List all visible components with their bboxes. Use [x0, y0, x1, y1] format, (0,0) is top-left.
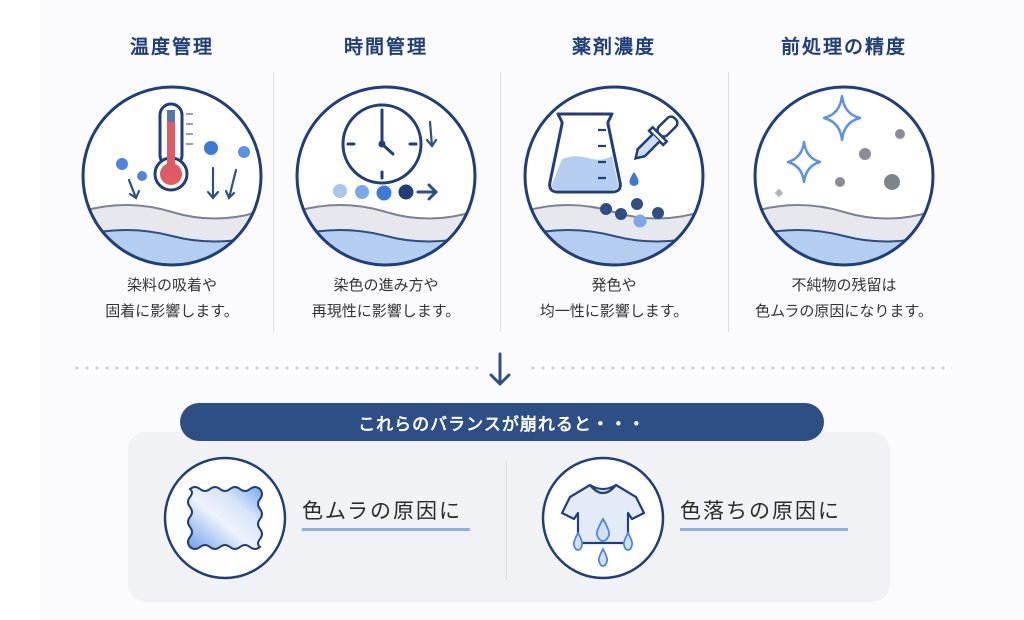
beaker-dropper-icon	[523, 85, 705, 267]
factor-description: 不純物の残留は 色ムラの原因になります。	[730, 272, 958, 324]
factor-temperature: 温度管理 染料の吸着や 固着に影響します。	[58, 0, 286, 340]
tshirt-drip-icon	[541, 456, 665, 580]
column-divider	[273, 72, 274, 332]
factor-pretreatment: 前処理の精度 不純物の残留は 色ムラの原因になります。	[730, 0, 958, 340]
thermometer-icon	[81, 85, 263, 267]
factor-description: 染色の進み方や 再現性に影響します。	[272, 272, 500, 324]
factor-description: 染料の吸着や 固着に影響します。	[58, 272, 286, 324]
dotted-separator-left	[72, 366, 480, 370]
result-label: 色ムラの原因に	[302, 499, 462, 523]
factor-title: 温度管理	[129, 36, 214, 58]
factor-chemical-concentration: 薬剤濃度 発色や 均一性に影響します。	[500, 0, 728, 340]
factor-description: 発色や 均一性に影響します。	[500, 272, 728, 324]
factor-time: 時間管理 染色の進み方や 再現性に影響します。	[272, 0, 500, 340]
column-divider	[728, 72, 729, 332]
consequence-banner: これらのバランスが崩れると・・・	[180, 403, 824, 441]
desc-line: 再現性に影響します。	[311, 302, 461, 320]
desc-line: 染料の吸着や	[126, 276, 217, 294]
factor-title: 時間管理	[343, 36, 428, 58]
desc-line: 固着に影響します。	[105, 302, 239, 320]
factor-title: 前処理の精度	[780, 36, 907, 58]
desc-line: 染色の進み方や	[333, 276, 439, 294]
clock-icon	[295, 85, 477, 267]
desc-line: 色ムラの原因になります。	[755, 302, 933, 320]
result-underline	[302, 528, 470, 531]
result-label: 色落ちの原因に	[680, 499, 841, 523]
desc-line: 不純物の残留は	[791, 276, 897, 294]
desc-line: 均一性に影響します。	[539, 302, 689, 320]
dotted-separator-right	[528, 366, 952, 370]
desc-line: 発色や	[591, 276, 637, 294]
banner-text: これらのバランスが崩れると・・・	[358, 414, 646, 435]
result-divider	[506, 462, 507, 580]
uneven-fabric-icon	[163, 456, 287, 580]
factor-title: 薬剤濃度	[571, 36, 656, 58]
result-underline	[680, 528, 848, 531]
column-divider	[500, 72, 501, 332]
result-color-fading: 色落ちの原因に	[540, 455, 860, 581]
sparkle-impurities-icon	[753, 85, 935, 267]
down-arrow-icon	[489, 352, 511, 386]
result-uneven-color: 色ムラの原因に	[162, 455, 482, 581]
